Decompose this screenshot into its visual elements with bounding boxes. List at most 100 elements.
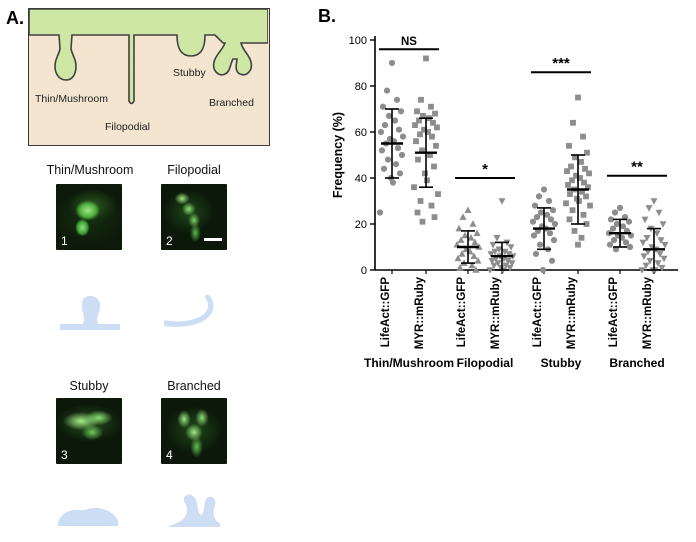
data-point [393, 96, 401, 103]
data-point [474, 257, 482, 264]
y-tick-label: 20 [355, 219, 367, 231]
data-point [535, 193, 543, 200]
data-point [434, 124, 440, 131]
data-point [659, 221, 667, 228]
panel-b-label: B. [318, 6, 336, 26]
data-point [530, 232, 538, 239]
data-point [383, 87, 391, 94]
data-point [501, 248, 509, 256]
micrograph-number-2: 2 [166, 234, 173, 248]
data-point [493, 235, 501, 242]
schematic-label-stubby: Stubby [173, 67, 206, 79]
data-point [491, 248, 499, 256]
data-point [454, 254, 462, 262]
data-point [418, 96, 424, 103]
data-point [646, 258, 654, 265]
micrograph-thin-mushroom: 1 [56, 184, 122, 250]
data-point [378, 147, 386, 154]
significance-label: *** [552, 55, 570, 72]
data-point [495, 246, 503, 254]
data-point [641, 216, 649, 224]
data-point [494, 260, 502, 267]
data-point [461, 231, 469, 239]
data-point [490, 262, 498, 270]
group-label: LifeAct::GFP [608, 277, 620, 348]
data-point [570, 119, 576, 126]
data-point [414, 108, 420, 115]
data-point [540, 186, 548, 193]
data-point [578, 234, 585, 241]
data-point [399, 133, 407, 140]
data-point [379, 103, 387, 110]
data-point [568, 163, 574, 170]
data-point [389, 179, 397, 186]
data-point [376, 209, 384, 216]
schematic-label-thin-mushroom: Thin/Mushroom [35, 93, 108, 105]
data-point [578, 159, 584, 165]
data-point [551, 220, 559, 228]
group-label: MYR::mRuby [490, 276, 502, 349]
panel-a-label: A. [6, 8, 24, 28]
data-point [422, 170, 428, 177]
data-point [653, 230, 661, 237]
data-point [626, 243, 634, 251]
data-point [606, 241, 614, 248]
data-point [415, 156, 421, 163]
data-point [650, 198, 658, 205]
data-point [616, 204, 624, 211]
data-point [431, 163, 437, 170]
category-label: Thin/Mushroom [364, 356, 454, 370]
data-point [431, 214, 438, 220]
data-point [413, 138, 419, 145]
data-point [416, 117, 422, 124]
data-point [502, 262, 510, 270]
silhouette-thin-mushroom [60, 295, 120, 330]
data-point [420, 113, 426, 119]
significance-label: ** [631, 159, 643, 176]
silhouette-stubby [58, 507, 118, 526]
micrograph-stubby: 3 [56, 398, 122, 464]
data-point [536, 241, 544, 248]
data-point [580, 133, 586, 140]
data-point [423, 55, 429, 62]
data-point [388, 59, 396, 67]
data-point [537, 209, 545, 216]
data-point [580, 211, 587, 218]
data-point [506, 264, 514, 272]
data-point [412, 122, 418, 128]
data-point [549, 207, 557, 214]
data-point [577, 175, 583, 181]
data-point [573, 172, 579, 179]
data-point [567, 191, 573, 197]
data-point [433, 142, 439, 149]
significance-label: * [482, 161, 488, 178]
data-point [548, 257, 556, 264]
data-point [609, 225, 617, 232]
data-point [487, 251, 495, 258]
data-point [411, 184, 417, 191]
data-point [640, 253, 648, 260]
silhouette-filopodial [164, 294, 214, 327]
data-point [470, 252, 478, 259]
data-point [613, 220, 621, 228]
data-point [486, 267, 494, 274]
spine-schematic: Thin/Mushroom Filopodial Stubby Branched [28, 8, 270, 146]
silhouette-branched [168, 494, 220, 527]
data-point [457, 236, 465, 243]
data-point [430, 119, 436, 126]
data-point [661, 241, 669, 249]
data-point [607, 216, 615, 223]
micrograph-branched: 4 [161, 398, 227, 464]
data-point [428, 103, 434, 110]
data-point [424, 177, 430, 184]
scale-bar [204, 238, 222, 241]
data-point [575, 94, 581, 101]
category-label: Branched [609, 356, 664, 370]
data-point [377, 128, 385, 136]
data-point [545, 197, 553, 205]
data-point [467, 234, 475, 241]
data-point [417, 131, 423, 138]
data-point [395, 126, 403, 133]
data-point [428, 202, 435, 209]
data-point [645, 205, 653, 212]
